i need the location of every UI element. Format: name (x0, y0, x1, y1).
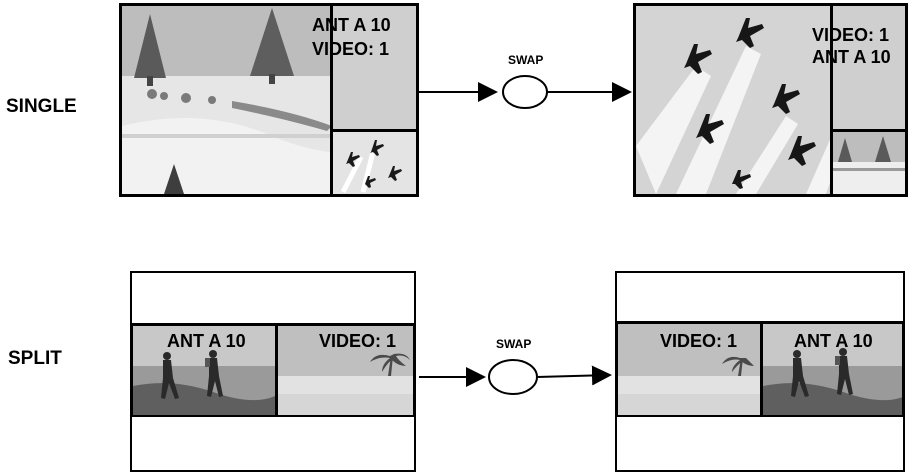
airplane-icon (696, 114, 724, 144)
single-after-overlay-ant: ANT A 10 (812, 47, 891, 67)
jets-thumbnail-image (340, 140, 402, 194)
tree-icon (875, 136, 891, 162)
beach-image (275, 326, 413, 416)
single-before-overlay-video: VIDEO: 1 (312, 39, 390, 59)
single-after-screen: VIDEO: 1 ANT A 10 (633, 3, 908, 197)
row-label-single: SINGLE (6, 96, 77, 117)
pip-panel-top (330, 6, 416, 132)
winter-thumbnail-image (833, 132, 905, 194)
split-after-overlay-ant: ANT A 10 (794, 331, 873, 351)
tree-icon (164, 164, 184, 194)
arrow-icon (536, 365, 612, 386)
airplane-icon (365, 176, 376, 188)
airplane-icon (346, 152, 360, 167)
airplane-icon (732, 170, 751, 189)
single-before-screen: ANT A 10 VIDEO: 1 (119, 3, 419, 197)
split-after-overlay-video: VIDEO: 1 (660, 331, 738, 351)
split-after-top-box (615, 271, 905, 327)
single-before-overlay-ant: ANT A 10 (312, 15, 391, 35)
split-before-top-box (130, 271, 416, 327)
hikers-image (133, 326, 275, 416)
split-before-overlay-video: VIDEO: 1 (319, 331, 397, 351)
swap-label-split: SWAP (496, 337, 532, 351)
swap-button-split (488, 359, 538, 395)
row-label-split: SPLIT (8, 348, 62, 369)
swap-button-single (502, 75, 548, 109)
split-before-overlay-ant: ANT A 10 (167, 331, 246, 351)
pip-panel-bottom (330, 132, 416, 194)
palm-icon (722, 356, 754, 376)
palm-icon (370, 353, 410, 376)
split-after-bottom-box (615, 415, 905, 472)
airplane-icon (388, 166, 402, 181)
swap-label-single: SWAP (508, 53, 544, 67)
airplane-icon (370, 140, 384, 156)
pip-panel-top (830, 6, 905, 132)
tree-icon (250, 8, 294, 84)
airplane-icon (772, 84, 800, 114)
beach-image (618, 324, 760, 416)
pip-panel-bottom (830, 132, 905, 194)
airplane-icon (736, 18, 764, 48)
split-before-bottom-box (130, 415, 416, 472)
airplane-icon (684, 44, 712, 74)
airplane-icon (788, 136, 816, 166)
split-before-video-band: ANT A 10 VIDEO: 1 (130, 323, 416, 419)
single-after-overlay-video: VIDEO: 1 (812, 25, 890, 45)
tree-icon (134, 14, 166, 86)
tree-icon (838, 138, 852, 162)
hikers-image (760, 324, 902, 416)
split-after-video-band: VIDEO: 1 ANT A 10 (615, 321, 905, 419)
